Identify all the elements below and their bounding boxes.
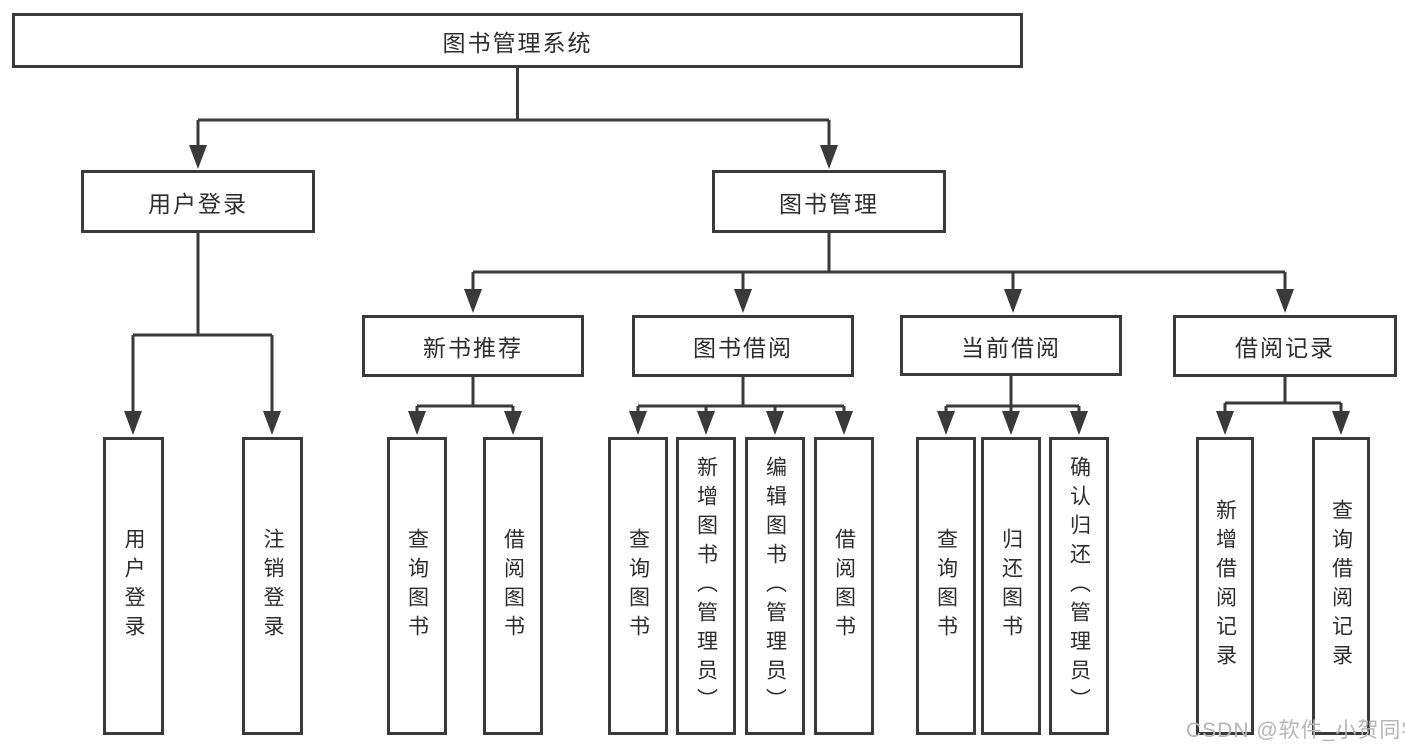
leaf-edit-books-admin: 编辑图书（管理员） [745, 437, 805, 735]
node-new-book-recommend: 新书推荐 [362, 315, 584, 377]
node-book-management: 图书管理 [712, 170, 946, 233]
leaf-query-books-recommend: 查询图书 [387, 437, 447, 735]
leaf-add-books-admin: 新增图书（管理员） [676, 437, 736, 735]
csdn-watermark: CSDN @软件_小贺同学 [1186, 719, 1405, 742]
node-borrow-records: 借阅记录 [1173, 315, 1397, 377]
leaf-query-books-current: 查询图书 [916, 437, 976, 735]
leaf-borrow-books-recommend: 借阅图书 [483, 437, 543, 735]
leaf-logout-login: 注销登录 [242, 437, 303, 735]
leaf-query-books-borrow: 查询图书 [608, 437, 668, 735]
connector-borrow-records-to-leaves [1216, 377, 1350, 435]
node-root: 图书管理系统 [12, 13, 1023, 68]
connector-book-management-to-level3 [464, 233, 1294, 313]
connector-book-borrow-to-leaves [629, 377, 853, 435]
connector-user-login-to-leaves [124, 233, 281, 435]
connector-new-book-recommend-to-leaves [408, 377, 522, 435]
leaf-user-login: 用户登录 [103, 437, 164, 735]
connector-root-to-level2 [189, 68, 838, 169]
node-user-login: 用户登录 [81, 170, 315, 233]
leaf-borrow-books: 借阅图书 [814, 437, 874, 735]
leaf-add-borrow-record: 新增借阅记录 [1196, 437, 1254, 735]
leaf-confirm-return-admin: 确认归还（管理员） [1049, 437, 1109, 735]
connector-current-borrow-to-leaves [937, 376, 1088, 435]
leaf-return-books: 归还图书 [981, 437, 1041, 735]
leaf-query-borrow-record: 查询借阅记录 [1312, 437, 1370, 735]
node-current-borrow: 当前借阅 [900, 315, 1122, 376]
node-book-borrow: 图书借阅 [632, 315, 854, 377]
